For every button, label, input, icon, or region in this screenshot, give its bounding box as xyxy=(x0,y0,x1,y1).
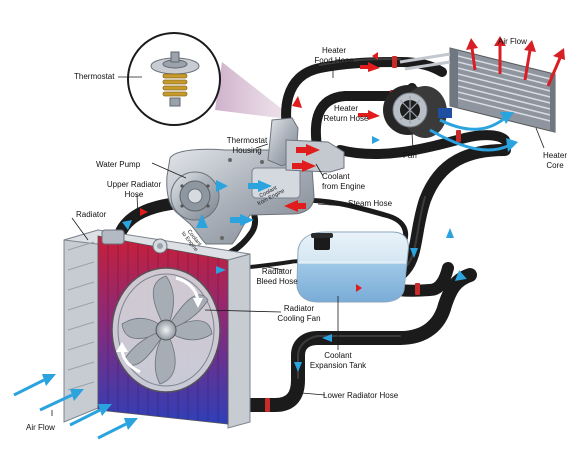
radiator-cooling-fan-shape xyxy=(111,267,221,393)
label-heater-core: Heater Core xyxy=(542,151,567,170)
label-thermostat-housing: Thermostat Housing xyxy=(226,136,268,155)
label-radiator-cooling-fan: Radiator Cooling Fan xyxy=(277,304,321,323)
hot-coolant-arrows xyxy=(284,62,380,212)
label-thermostat: Thermostat xyxy=(74,72,115,81)
label-heater-return-hose: Heater Return Hose xyxy=(323,104,369,123)
label-fan: Fan xyxy=(403,151,417,160)
label-coolant-expansion-tank: Coolant Expansion Tank xyxy=(309,351,367,370)
thermostat-magnifier xyxy=(127,32,221,126)
label-upper-radiator-hose: Upper Radiator Hose xyxy=(106,180,162,199)
label-air-flow-bottom: Air Flow xyxy=(26,423,55,432)
heater-food-hose xyxy=(281,57,447,155)
coolant-expansion-tank-shape xyxy=(296,231,409,303)
label-radiator: Radiator xyxy=(76,210,107,219)
label-steam-hose: Steam Hose xyxy=(348,199,393,208)
leader-lines xyxy=(51,65,545,416)
air-flow-bottom-arrows xyxy=(13,378,127,440)
label-coolant-from-engine: Coolant from Engine xyxy=(322,172,366,191)
heater-blower-fan xyxy=(383,85,452,138)
label-water-pump: Water Pump xyxy=(96,160,141,169)
label-heater-food-hose: Heater Food Hose xyxy=(314,46,354,65)
cold-coolant-arrows xyxy=(196,180,272,228)
air-flow-top-arrows xyxy=(470,44,562,87)
lower-radiator-hose xyxy=(236,268,477,412)
label-radiator-bleed-hose: Radiator Bleed Hose xyxy=(256,267,298,286)
label-air-flow-top: Air Flow xyxy=(498,37,527,46)
steam-hose xyxy=(297,197,409,251)
hose-clamps xyxy=(265,56,461,412)
thermostat-callout-cone xyxy=(215,62,296,120)
label-lower-radiator-hose: Lower Radiator Hose xyxy=(323,391,399,400)
